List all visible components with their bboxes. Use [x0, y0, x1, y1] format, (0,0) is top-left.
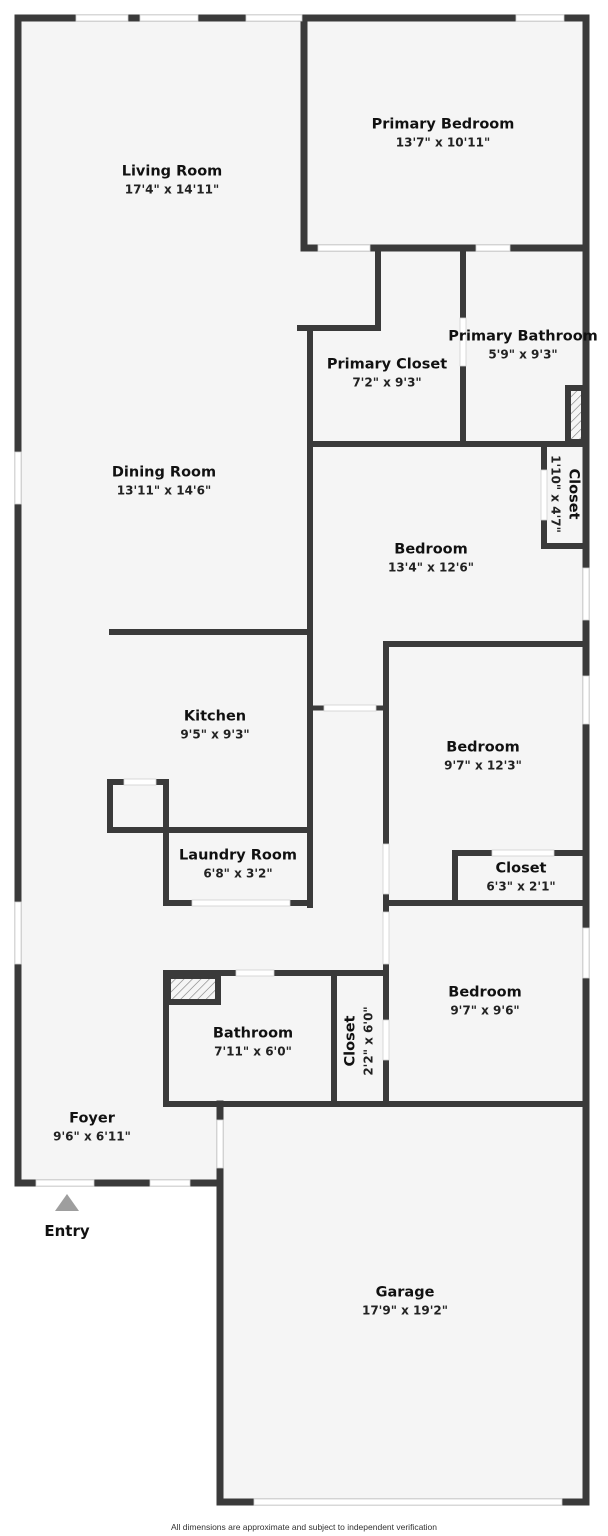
- room-name: Bedroom: [394, 541, 468, 558]
- room-dimensions: 2'2" x 6'0": [361, 1006, 376, 1076]
- room-dining-room: Dining Room 13'11" x 14'6": [112, 464, 216, 499]
- room-bathroom: Bathroom 7'11" x 6'0": [213, 1025, 293, 1060]
- room-name: Primary Bathroom: [448, 328, 598, 345]
- room-primary-bedroom: Primary Bedroom 13'7" x 10'11": [372, 116, 515, 151]
- room-name: Closet: [565, 468, 582, 520]
- room-dimensions: 7'11" x 6'0": [214, 1044, 292, 1059]
- room-dimensions: 9'7" x 9'6": [450, 1003, 520, 1018]
- room-dimensions: 13'4" x 12'6": [387, 560, 475, 575]
- room-living-room: Living Room 17'4" x 14'11": [122, 163, 223, 198]
- room-closet: Closet 6'3" x 2'1": [486, 860, 555, 895]
- room-dimensions: 13'11" x 14'6": [116, 483, 212, 498]
- room-dimensions: 9'6" x 6'11": [53, 1129, 131, 1144]
- room-name: Dining Room: [111, 464, 217, 481]
- room-name: Bedroom: [448, 984, 522, 1001]
- room-name: Primary Bedroom: [371, 116, 515, 133]
- room-dimensions: 17'9" x 19'2": [361, 1303, 449, 1318]
- openings: [14, 14, 590, 1506]
- room-laundry-room: Laundry Room 6'8" x 3'2": [179, 847, 297, 882]
- room-name: Bathroom: [212, 1025, 294, 1042]
- room-name: Closet: [495, 860, 547, 877]
- room-name: Bedroom: [446, 739, 520, 756]
- room-bedroom: Bedroom 9'7" x 12'3": [444, 739, 522, 774]
- room-dimensions: 7'2" x 9'3": [352, 375, 422, 390]
- room-foyer: Foyer 9'6" x 6'11": [53, 1110, 131, 1145]
- room-name: Living Room: [121, 163, 223, 180]
- entry-arrow-icon: [55, 1194, 79, 1211]
- room-name: Closet: [342, 1015, 359, 1067]
- room-dimensions: 9'5" x 9'3": [180, 727, 250, 742]
- room-name: Laundry Room: [179, 847, 297, 864]
- entry-label: Entry: [44, 1222, 90, 1240]
- room-name: Garage: [375, 1284, 435, 1301]
- room-primary-bathroom: Primary Bathroom 5'9" x 9'3": [448, 328, 598, 363]
- room-name: Foyer: [69, 1110, 115, 1127]
- room-dimensions: 5'9" x 9'3": [488, 347, 558, 362]
- room-primary-closet: Primary Closet 7'2" x 9'3": [327, 356, 447, 391]
- room-garage: Garage 17'9" x 19'2": [362, 1284, 448, 1319]
- room-kitchen: Kitchen 9'5" x 9'3": [180, 708, 249, 743]
- room-dimensions: 13'7" x 10'11": [395, 135, 491, 150]
- room-bedroom: Bedroom 9'7" x 9'6": [448, 984, 521, 1019]
- room-name: Primary Closet: [326, 356, 448, 373]
- disclaimer: All dimensions are approximate and subje…: [170, 1522, 438, 1532]
- room-dimensions: 6'3" x 2'1": [486, 879, 556, 894]
- room-name: Kitchen: [183, 708, 247, 725]
- room-dimensions: 1'10" x 4'7": [548, 455, 563, 533]
- room-dimensions: 6'8" x 3'2": [203, 866, 273, 881]
- room-bedroom: Bedroom 13'4" x 12'6": [388, 541, 474, 576]
- room-dimensions: 17'4" x 14'11": [124, 182, 220, 197]
- room-dimensions: 9'7" x 12'3": [444, 758, 522, 773]
